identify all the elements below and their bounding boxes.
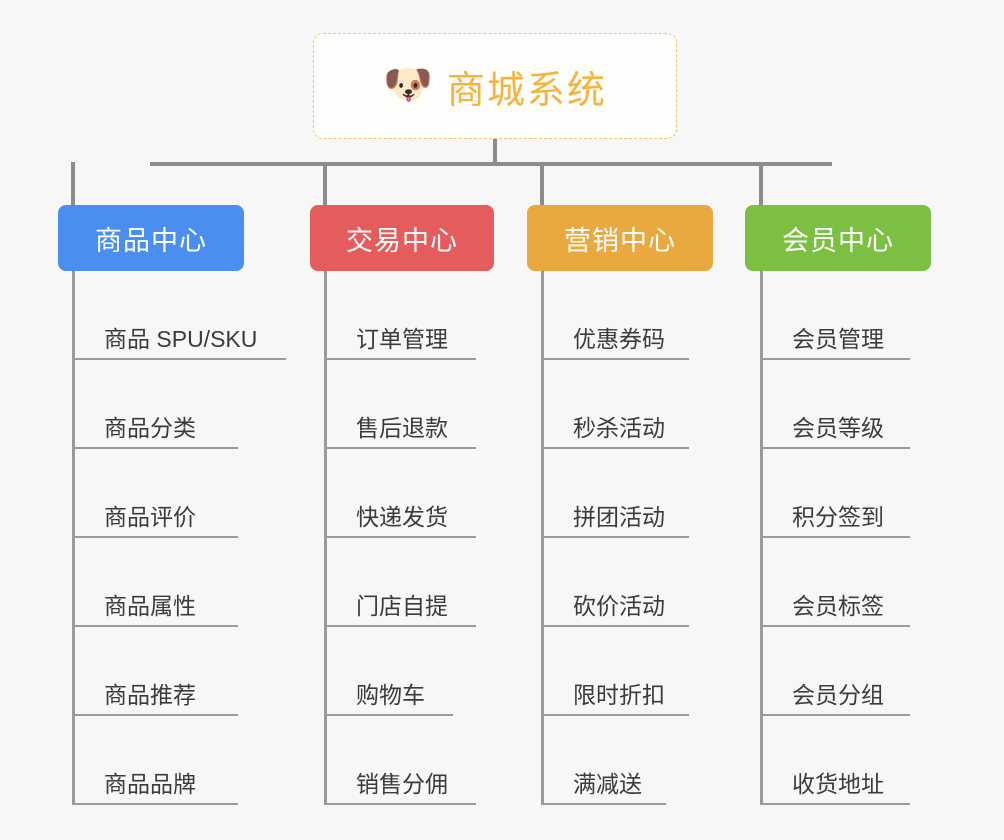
leaf-item-label: 优惠券码 [573, 325, 665, 352]
leaf-item[interactable]: 收货地址 [760, 716, 910, 805]
branch-header-label: 营销中心 [564, 225, 676, 256]
leaf-item-label: 会员管理 [792, 325, 884, 352]
leaf-item[interactable]: 商品品牌 [72, 716, 238, 805]
leaf-item-label: 售后退款 [356, 414, 448, 441]
leaf-item[interactable]: 购物车 [324, 627, 453, 716]
branch-spine-trade-center [324, 271, 327, 805]
branch-connector-bus [150, 162, 832, 166]
root-node[interactable]: 🐶 商城系统 [313, 33, 677, 139]
branch-drop-connector-member-center [759, 162, 763, 208]
leaf-item-label: 满减送 [573, 770, 642, 797]
branch-spine-member-center [760, 271, 763, 805]
leaf-item[interactable]: 拼团活动 [541, 449, 689, 538]
leaf-item[interactable]: 商品 SPU/SKU [72, 271, 286, 360]
leaf-item-label: 商品 SPU/SKU [104, 325, 258, 352]
branch-header-label: 交易中心 [346, 225, 458, 256]
leaf-item-label: 订单管理 [356, 325, 448, 352]
leaf-item[interactable]: 会员管理 [760, 271, 910, 360]
leaf-item[interactable]: 会员分组 [760, 627, 910, 716]
branch-spine-marketing-center [541, 271, 544, 805]
shiba-dog-emoji-icon: 🐶 [383, 63, 433, 107]
leaf-item[interactable]: 商品评价 [72, 449, 238, 538]
branch-header-label: 商品中心 [95, 225, 207, 256]
branch-drop-connector-trade-center [323, 162, 327, 208]
leaf-item[interactable]: 销售分佣 [324, 716, 476, 805]
leaf-item-label: 会员分组 [792, 681, 884, 708]
root-connector-stem [493, 139, 497, 166]
leaf-item[interactable]: 优惠券码 [541, 271, 689, 360]
leaf-item-label: 商品推荐 [104, 681, 196, 708]
leaf-item[interactable]: 商品属性 [72, 538, 238, 627]
leaf-item-label: 限时折扣 [573, 681, 665, 708]
leaf-item-label: 秒杀活动 [573, 414, 665, 441]
leaf-item-label: 商品评价 [104, 503, 196, 530]
leaf-item-label: 商品品牌 [104, 770, 196, 797]
leaf-item[interactable]: 秒杀活动 [541, 360, 689, 449]
leaf-item[interactable]: 商品分类 [72, 360, 238, 449]
leaf-item-label: 商品分类 [104, 414, 196, 441]
leaf-item-label: 门店自提 [356, 592, 448, 619]
leaf-item[interactable]: 积分签到 [760, 449, 910, 538]
leaf-item-label: 销售分佣 [356, 770, 448, 797]
leaf-item[interactable]: 会员等级 [760, 360, 910, 449]
leaf-item[interactable]: 售后退款 [324, 360, 476, 449]
leaf-item[interactable]: 满减送 [541, 716, 666, 805]
leaf-item-label: 商品属性 [104, 592, 196, 619]
leaf-item[interactable]: 限时折扣 [541, 627, 689, 716]
branch-header-trade-center[interactable]: 交易中心 [310, 205, 494, 271]
branch-header-member-center[interactable]: 会员中心 [745, 205, 931, 271]
branch-drop-connector-marketing-center [540, 162, 544, 208]
leaf-item-label: 积分签到 [792, 503, 884, 530]
leaf-item-label: 会员等级 [792, 414, 884, 441]
branch-header-label: 会员中心 [782, 225, 894, 256]
root-title: 商城系统 [446, 69, 607, 112]
leaf-item[interactable]: 快递发货 [324, 449, 476, 538]
leaf-item-label: 购物车 [356, 681, 425, 708]
leaf-item-label: 收货地址 [792, 770, 884, 797]
leaf-item-label: 拼团活动 [573, 503, 665, 530]
leaf-item[interactable]: 门店自提 [324, 538, 476, 627]
leaf-item-label: 会员标签 [792, 592, 884, 619]
branch-spine-product-center [72, 271, 75, 805]
leaf-item[interactable]: 商品推荐 [72, 627, 238, 716]
branch-header-marketing-center[interactable]: 营销中心 [527, 205, 713, 271]
leaf-item[interactable]: 砍价活动 [541, 538, 689, 627]
branch-header-product-center[interactable]: 商品中心 [58, 205, 244, 271]
branch-drop-connector-product-center [71, 162, 75, 208]
leaf-item[interactable]: 会员标签 [760, 538, 910, 627]
leaf-item-label: 快递发货 [356, 503, 448, 530]
leaf-item-label: 砍价活动 [573, 592, 665, 619]
leaf-item[interactable]: 订单管理 [324, 271, 476, 360]
